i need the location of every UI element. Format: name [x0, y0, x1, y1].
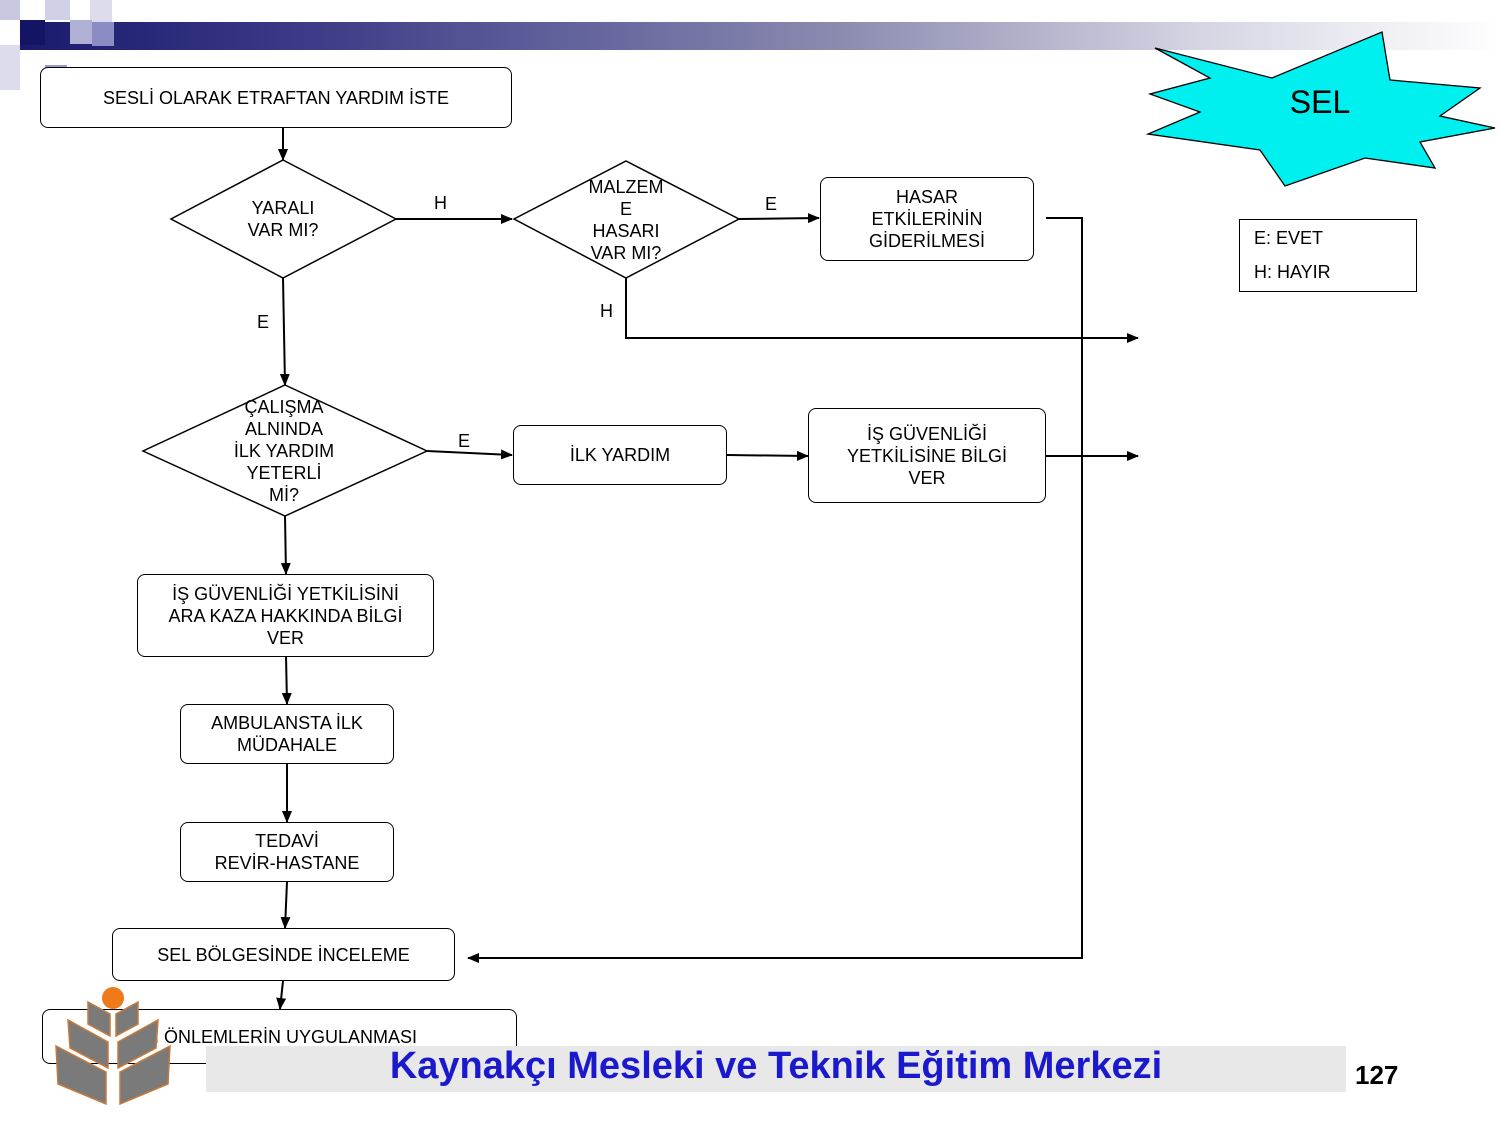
legend-no: H: HAYIR	[1254, 262, 1331, 282]
connector	[279, 277, 290, 386]
connector	[281, 655, 292, 705]
footer-band	[206, 1046, 1346, 1092]
treatment-box: TEDAVİ REVİR-HASTANE	[180, 822, 394, 882]
connector	[726, 450, 809, 461]
footer-title: Kaynakçı Mesleki ve Teknik Eğitim Merkez…	[389, 1045, 1163, 1087]
sel-starburst-badge	[1145, 31, 1496, 187]
sel-badge-label: SEL	[1289, 84, 1351, 120]
connector	[467, 217, 1083, 963]
ambulance-box: AMBULANSTA İLK MÜDAHALE	[180, 704, 394, 764]
connector	[276, 980, 287, 1010]
school-logo	[55, 987, 171, 1106]
legend-box: E: EVET H: HAYIR	[1239, 219, 1417, 292]
header-square-decoration	[0, 0, 20, 20]
page-number: 127	[1355, 1060, 1399, 1090]
edge-label-yes: E	[458, 431, 471, 451]
header-square-decoration	[70, 20, 92, 44]
decision-injured-label: YARALI VAR MI?	[247, 198, 319, 240]
header-square-decoration	[92, 22, 114, 46]
connector	[280, 881, 291, 929]
header-square-decoration	[45, 0, 70, 20]
edge-label-no: H	[600, 301, 613, 321]
first-aid-box: İLK YARDIM	[513, 425, 727, 485]
call-help-box: SESLİ OLARAK ETRAFTAN YARDIM İSTE	[40, 67, 512, 128]
decision-first-aid-label: ÇALIŞMA ALNINDA İLK YARDIM YETERLİ Mİ?	[233, 397, 335, 505]
repair-box: HASAR ETKİLERİNİN GİDERİLMESİ	[820, 177, 1034, 261]
edge-label-yes: E	[257, 312, 270, 332]
header-square-decoration	[20, 20, 45, 45]
decision-damage-label: MALZEM E HASARI VAR MI?	[588, 177, 664, 263]
header-square-decoration	[0, 45, 20, 90]
inform-safety-box: İŞ GÜVENLİĞİ YETKİLİSİNE BİLGİ VER	[808, 408, 1046, 503]
call-safety-box: İŞ GÜVENLİĞİ YETKİLİSİNİ ARA KAZA HAKKIN…	[137, 574, 434, 657]
edge-label-yes: E	[765, 194, 778, 214]
connector	[280, 515, 291, 575]
edge-label-no: H	[434, 193, 447, 213]
connector	[625, 278, 1139, 343]
header-square-decoration	[90, 0, 112, 22]
inspection-box: SEL BÖLGESİNDE İNCELEME	[112, 928, 455, 981]
connector	[426, 449, 513, 460]
legend-yes: E: EVET	[1254, 228, 1324, 248]
header-gradient-bar	[20, 22, 1500, 50]
connector	[738, 213, 820, 224]
